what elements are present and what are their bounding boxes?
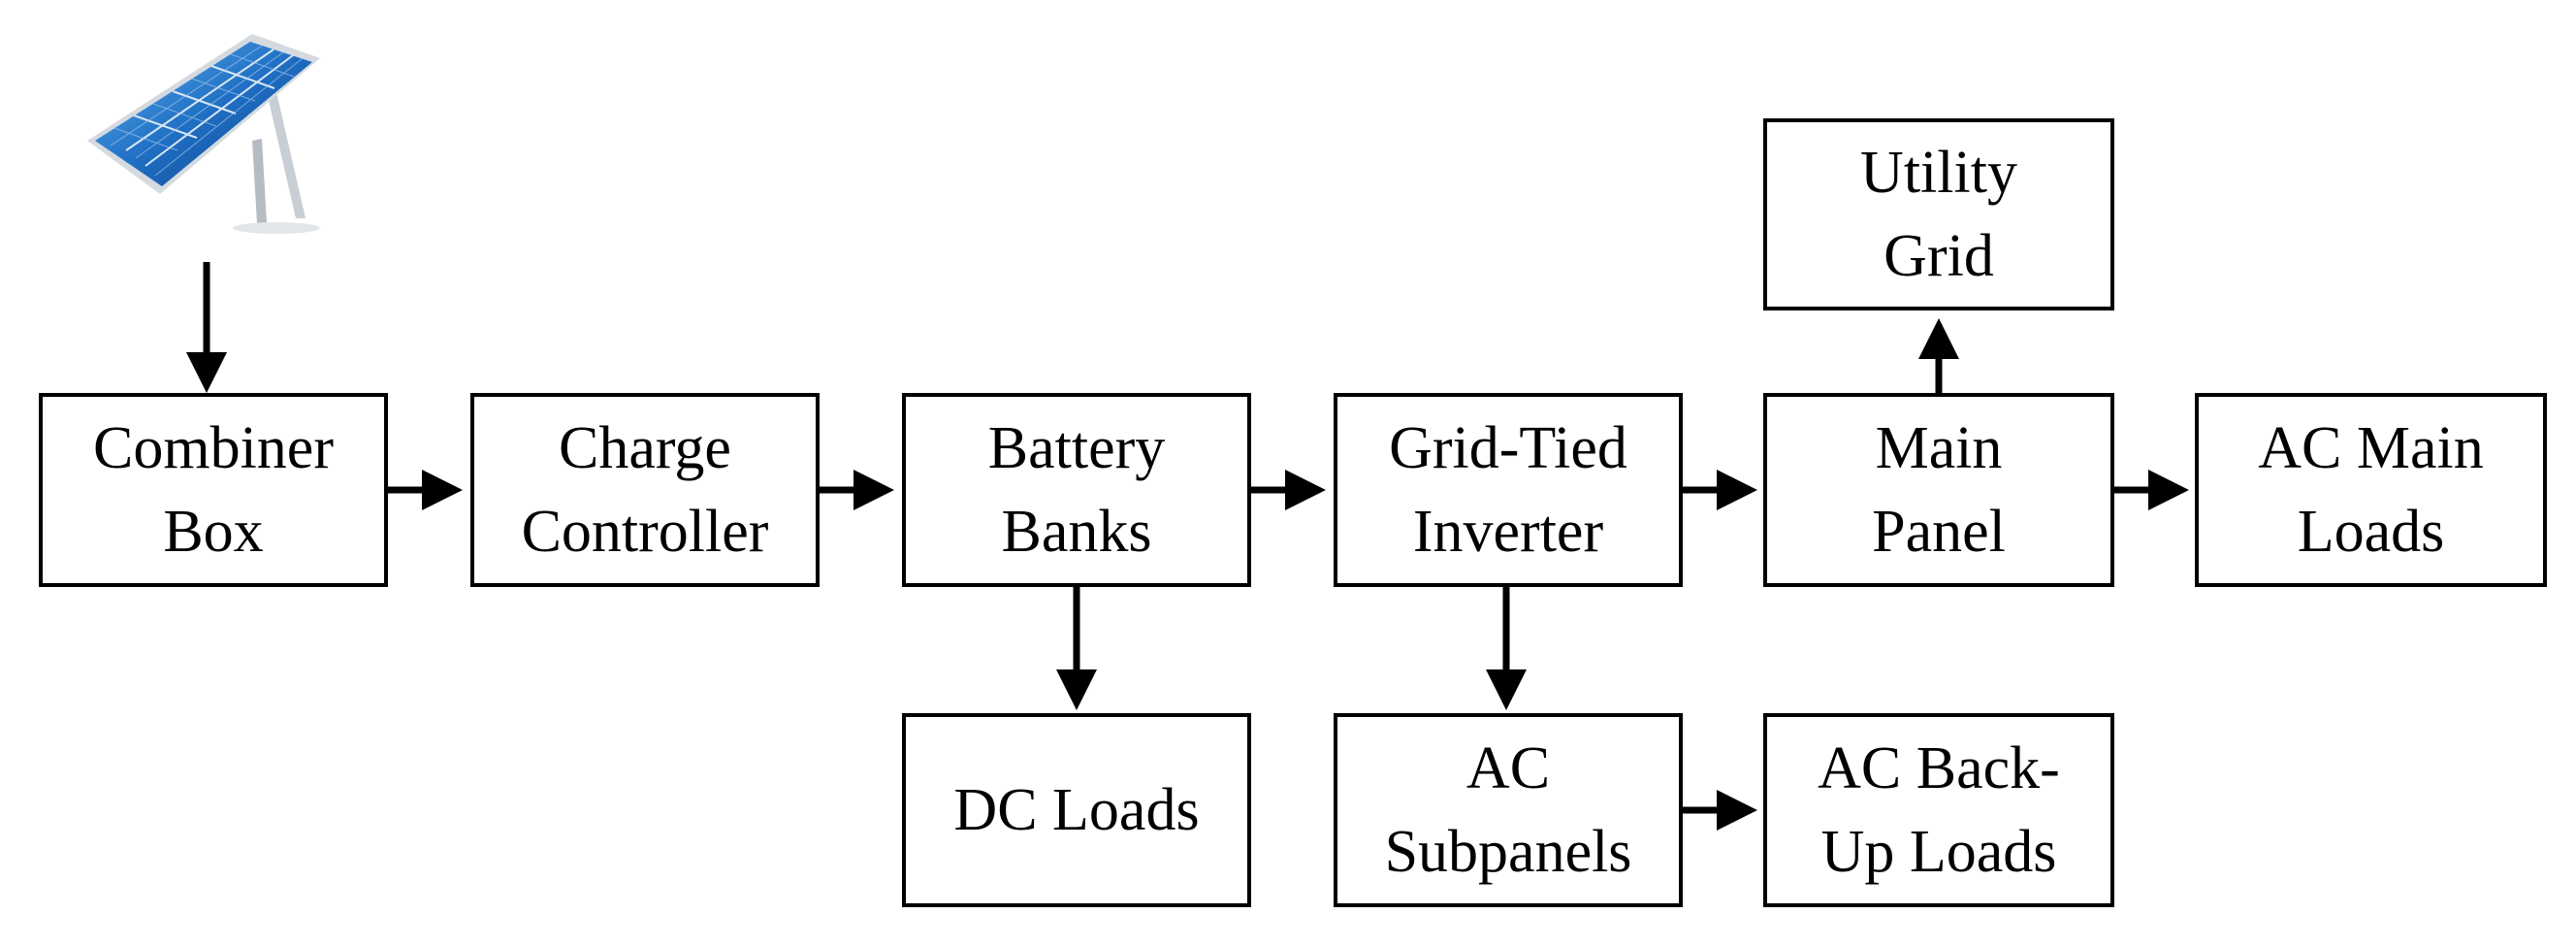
node-label: Main [1875, 415, 2003, 481]
node-label: Box [163, 499, 264, 565]
node-combiner-box: Combiner Box [39, 393, 388, 587]
node-grid-tied-inverter: Grid-Tied Inverter [1334, 393, 1683, 587]
node-ac-main-loads: AC Main Loads [2195, 393, 2547, 587]
node-ac-backup-loads: AC Back- Up Loads [1763, 713, 2114, 907]
node-label: Banks [1001, 499, 1152, 565]
node-label: Grid-Tied [1389, 415, 1627, 481]
node-label: Combiner [93, 415, 334, 481]
node-label: AC [1465, 735, 1551, 801]
node-label: DC Loads [953, 777, 1200, 843]
node-label: Battery [987, 415, 1166, 481]
node-label: AC Main [2258, 415, 2484, 481]
node-dc-loads: DC Loads [902, 713, 1251, 907]
node-label: Inverter [1412, 499, 1604, 565]
node-label: Controller [521, 499, 769, 565]
node-label: Panel [1872, 499, 2006, 565]
node-label: Grid [1884, 223, 1994, 289]
node-ac-subpanels: AC Subpanels [1334, 713, 1683, 907]
node-label: Charge [559, 415, 731, 481]
solar-panel-icon [87, 34, 320, 234]
node-label: Up Loads [1820, 819, 2057, 885]
node-label: Loads [2297, 499, 2445, 565]
node-label: Utility [1860, 140, 2017, 206]
node-label: Subpanels [1384, 819, 1632, 885]
node-charge-controller: Charge Controller [470, 393, 820, 587]
node-utility-grid: Utility Grid [1763, 118, 2114, 310]
node-battery-banks: Battery Banks [902, 393, 1251, 587]
node-label: AC Back- [1818, 735, 2060, 801]
node-main-panel: Main Panel [1763, 393, 2114, 587]
